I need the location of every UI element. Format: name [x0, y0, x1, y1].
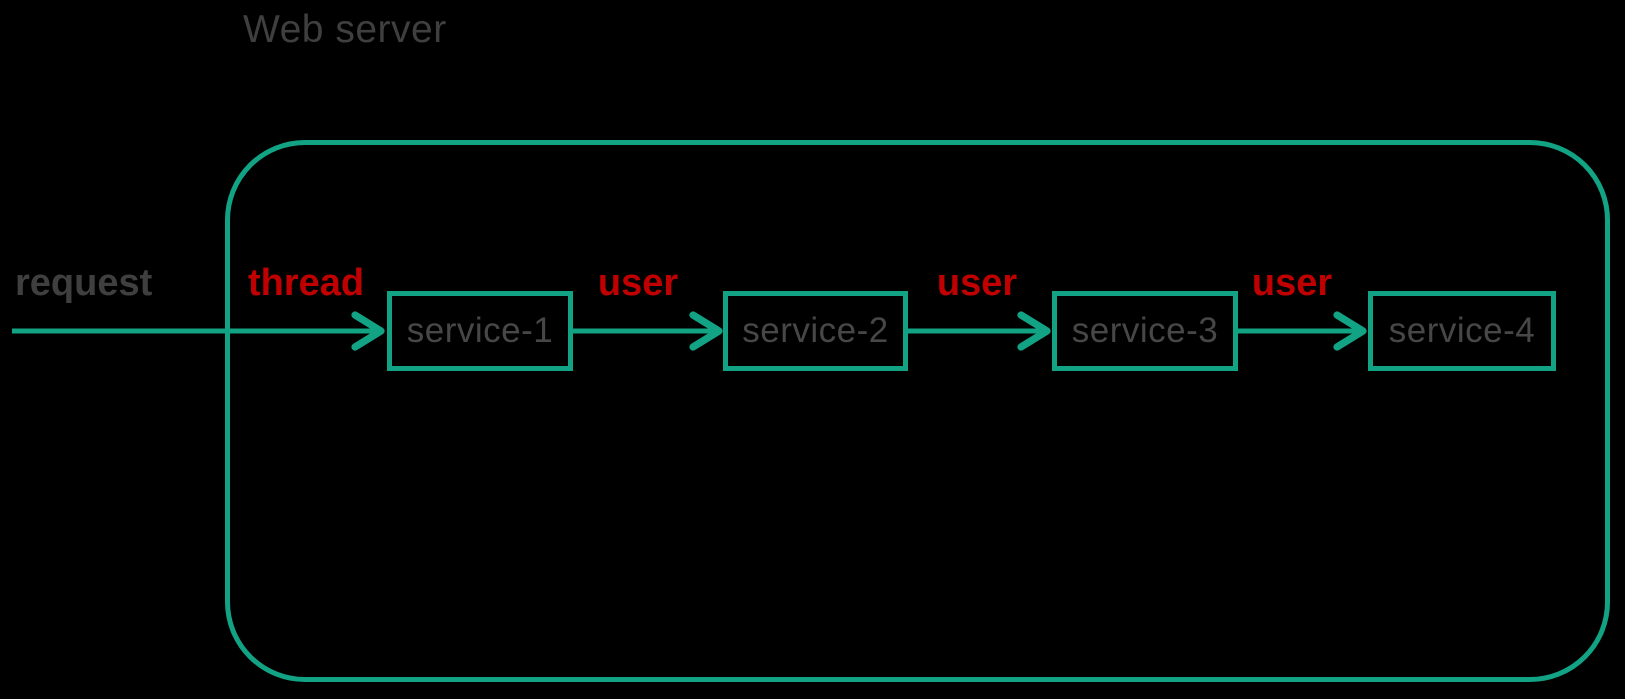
service-4-box: service-4 [1368, 291, 1556, 371]
web-server-title: Web server [243, 8, 447, 51]
request-label: request [15, 262, 153, 304]
user-label-1: user [597, 262, 679, 304]
thread-label: thread [248, 262, 365, 304]
user-label-2: user [936, 262, 1018, 304]
web-server-boundary-box [225, 140, 1610, 682]
service-2-box: service-2 [723, 291, 908, 371]
service-3-box: service-3 [1052, 291, 1238, 371]
user-label-3: user [1251, 262, 1333, 304]
service-3-label: service-3 [1071, 311, 1219, 350]
service-1-label: service-1 [406, 311, 554, 350]
service-4-label: service-4 [1388, 311, 1536, 350]
service-1-box: service-1 [387, 291, 573, 371]
service-2-label: service-2 [742, 311, 889, 350]
